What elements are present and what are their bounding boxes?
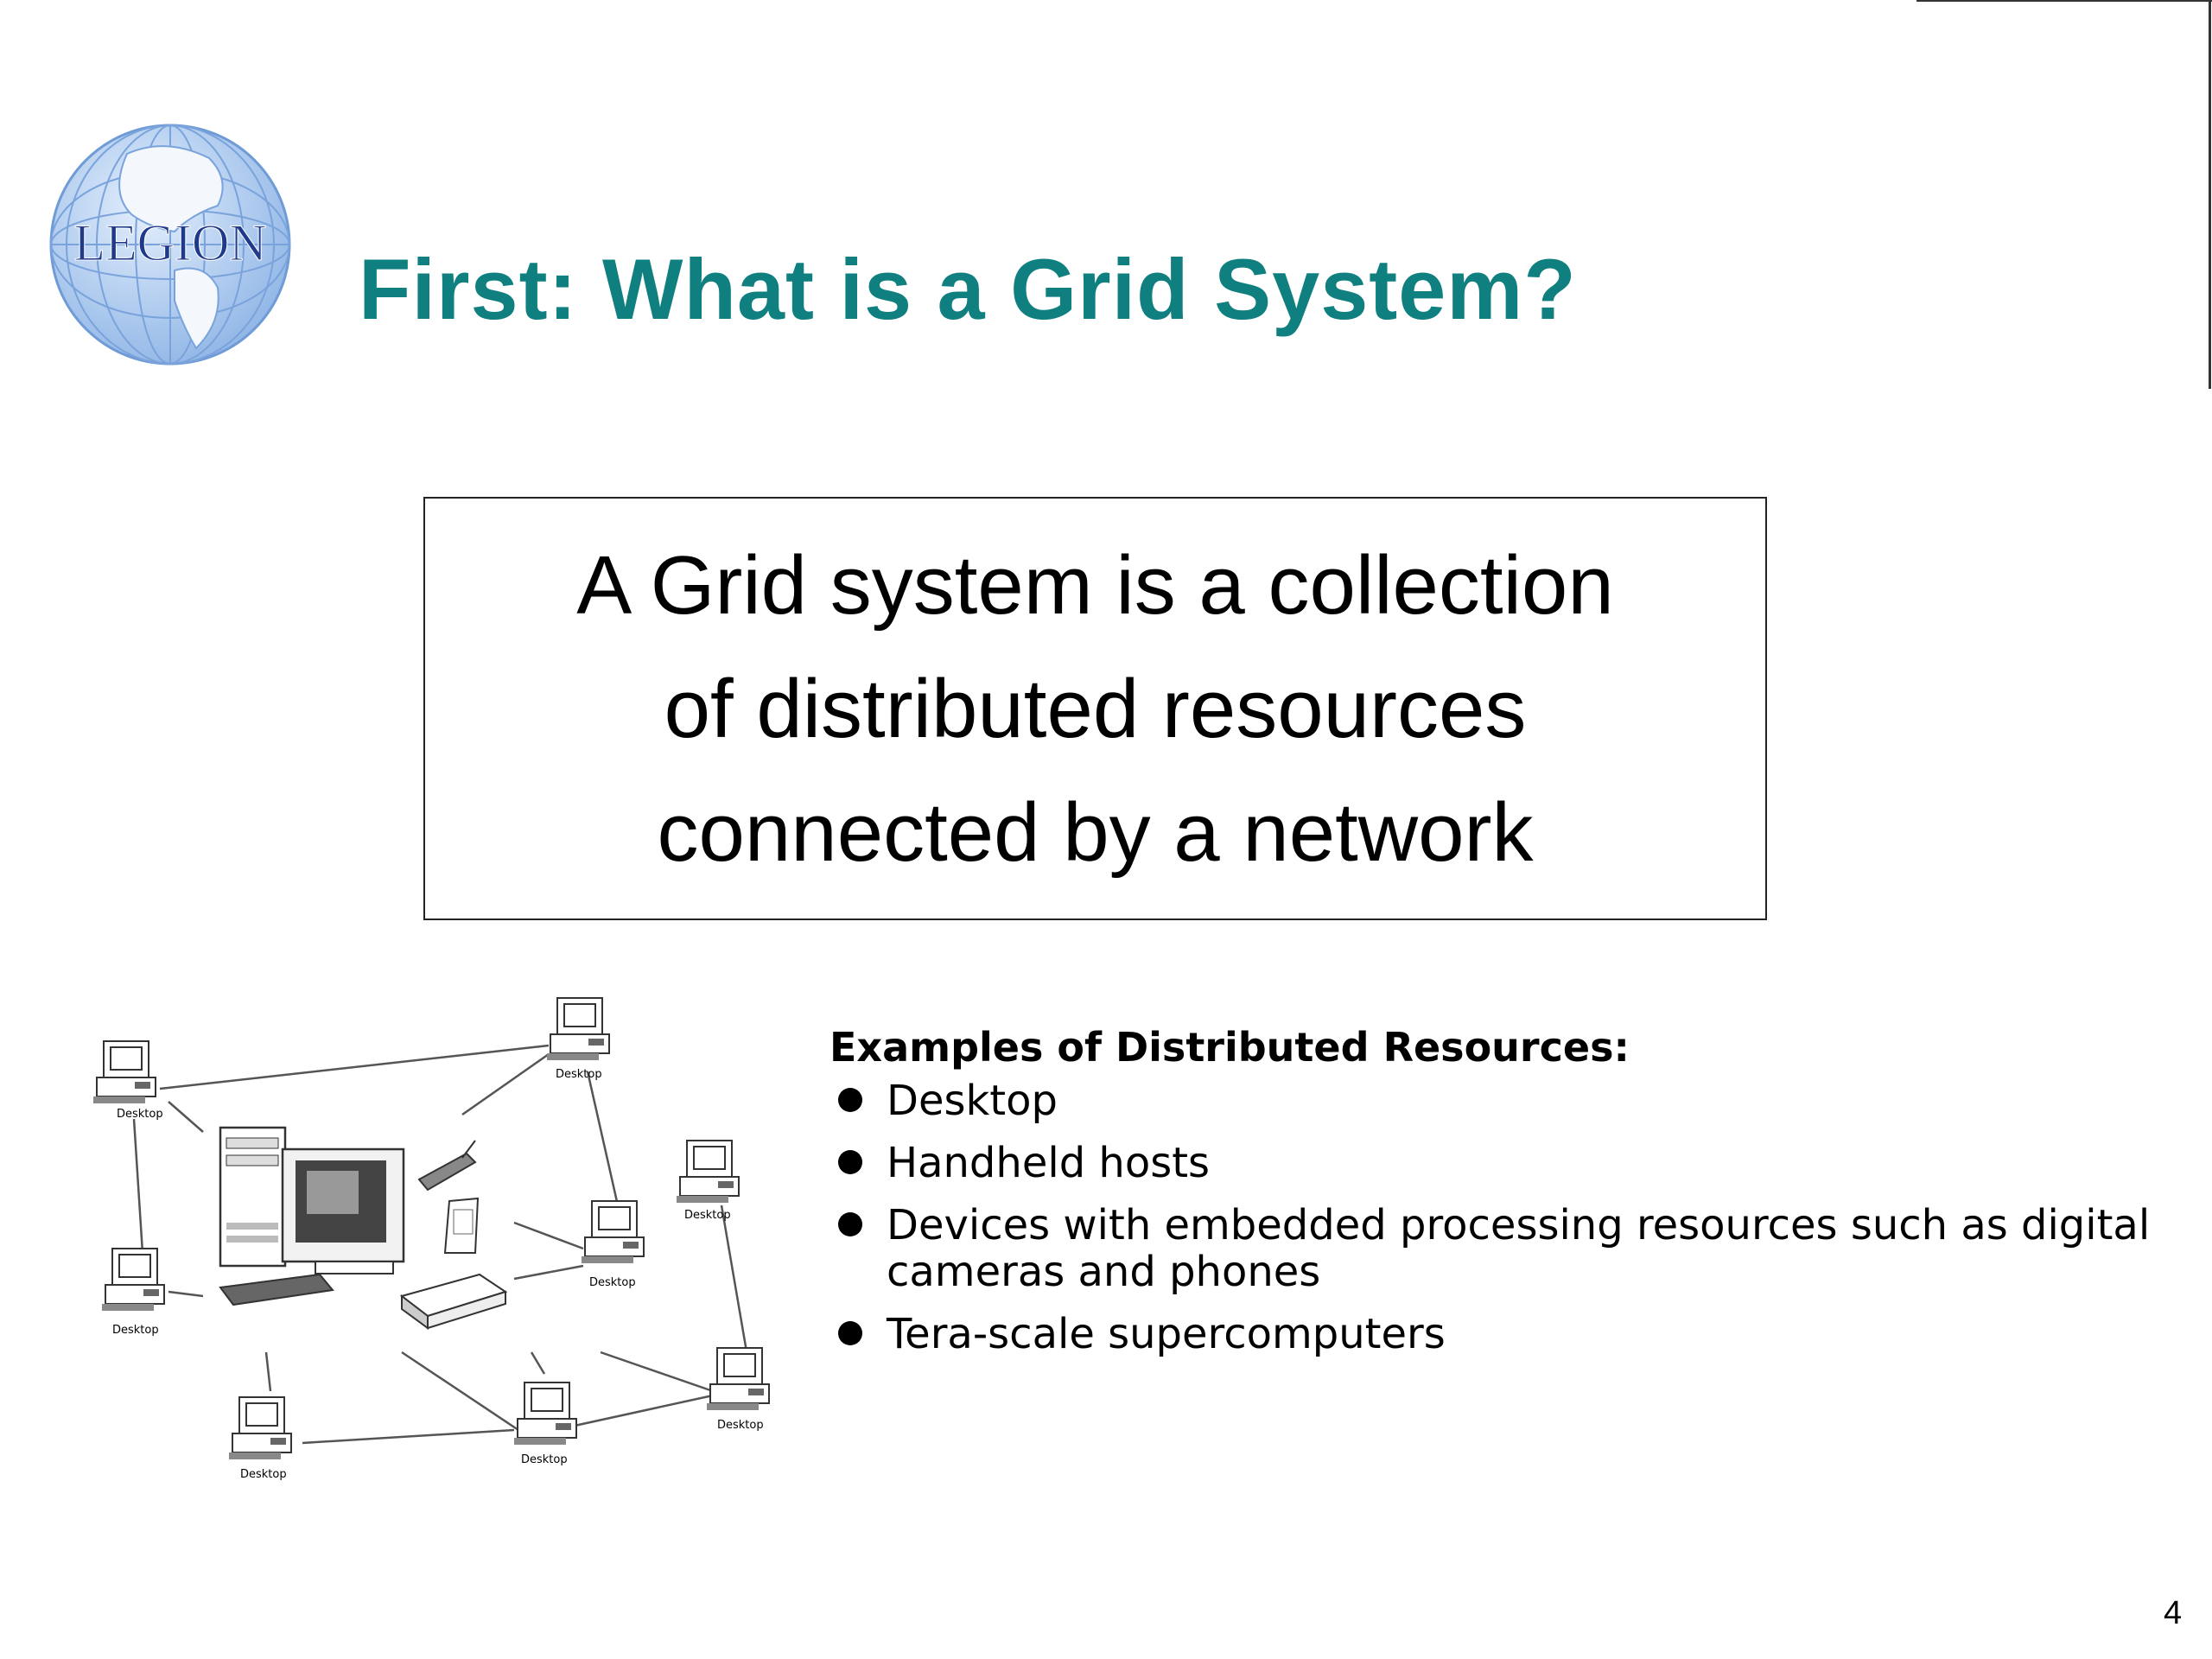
server-tower-icon: [219, 1126, 287, 1268]
network-hub-icon: [399, 1273, 508, 1330]
examples-list: Desktop Handheld hosts Devices with embe…: [830, 1077, 2177, 1357]
network-diagram: Desktop Desktop Desktop Desktop Desktop …: [82, 989, 799, 1491]
examples-heading: Examples of Distributed Resources:: [830, 1024, 1630, 1071]
desktop-label: Desktop: [112, 1324, 159, 1337]
bullet-icon: [838, 1212, 862, 1236]
desktop-computer-icon: [676, 1140, 740, 1204]
list-item-text: Tera-scale supercomputers: [887, 1310, 1446, 1358]
list-item-text: Desktop: [887, 1077, 1058, 1125]
definition-line: A Grid system is a collection: [576, 538, 1614, 632]
desktop-label: Desktop: [556, 1068, 602, 1081]
desktop-label: Desktop: [717, 1419, 764, 1432]
desktop-computer-icon: [228, 1396, 292, 1460]
page-number: 4: [2164, 1595, 2183, 1631]
slide-title: First: What is a Grid System?: [359, 241, 1577, 337]
bullet-icon: [838, 1321, 862, 1345]
list-item: Tera-scale supercomputers: [830, 1311, 2177, 1357]
network-links: [132, 1044, 749, 1445]
desktop-computer-icon: [546, 997, 610, 1061]
desktop-label: Desktop: [240, 1468, 287, 1481]
list-item: Handheld hosts: [830, 1140, 2177, 1186]
examples-section: Examples of Distributed Resources: Deskt…: [830, 1024, 2177, 1373]
bullet-icon: [838, 1150, 862, 1174]
bullet-icon: [838, 1088, 862, 1112]
handheld-pda-icon: [443, 1197, 480, 1254]
crt-monitor-icon: [281, 1147, 405, 1274]
logo-text: LEGION: [73, 214, 266, 271]
desktop-label: Desktop: [589, 1276, 636, 1289]
desktop-computer-icon: [101, 1248, 165, 1312]
list-item-text: Devices with embedded processing resourc…: [887, 1201, 2151, 1296]
desktop-label: Desktop: [684, 1209, 731, 1222]
desktop-computer-icon: [581, 1200, 645, 1264]
list-item: Desktop: [830, 1077, 2177, 1124]
globe-icon: LEGION: [49, 124, 291, 365]
list-item: Devices with embedded processing resourc…: [830, 1202, 2177, 1295]
desktop-computer-icon: [92, 1040, 156, 1104]
keyboard-icon: [219, 1273, 334, 1306]
desktop-computer-icon: [513, 1382, 577, 1446]
definition-line: of distributed resources: [664, 662, 1527, 755]
definition-box: A Grid system is a collection of distrib…: [423, 497, 1767, 920]
legion-logo: LEGION: [45, 119, 296, 370]
list-item-text: Handheld hosts: [887, 1139, 1211, 1187]
definition-line: connected by a network: [657, 785, 1534, 879]
cell-phone-icon: [417, 1140, 477, 1192]
desktop-label: Desktop: [521, 1453, 568, 1466]
corner-border-top: [1916, 0, 2212, 2]
desktop-computer-icon: [706, 1347, 770, 1411]
desktop-label: Desktop: [117, 1108, 163, 1121]
corner-border-right: [2209, 0, 2211, 389]
